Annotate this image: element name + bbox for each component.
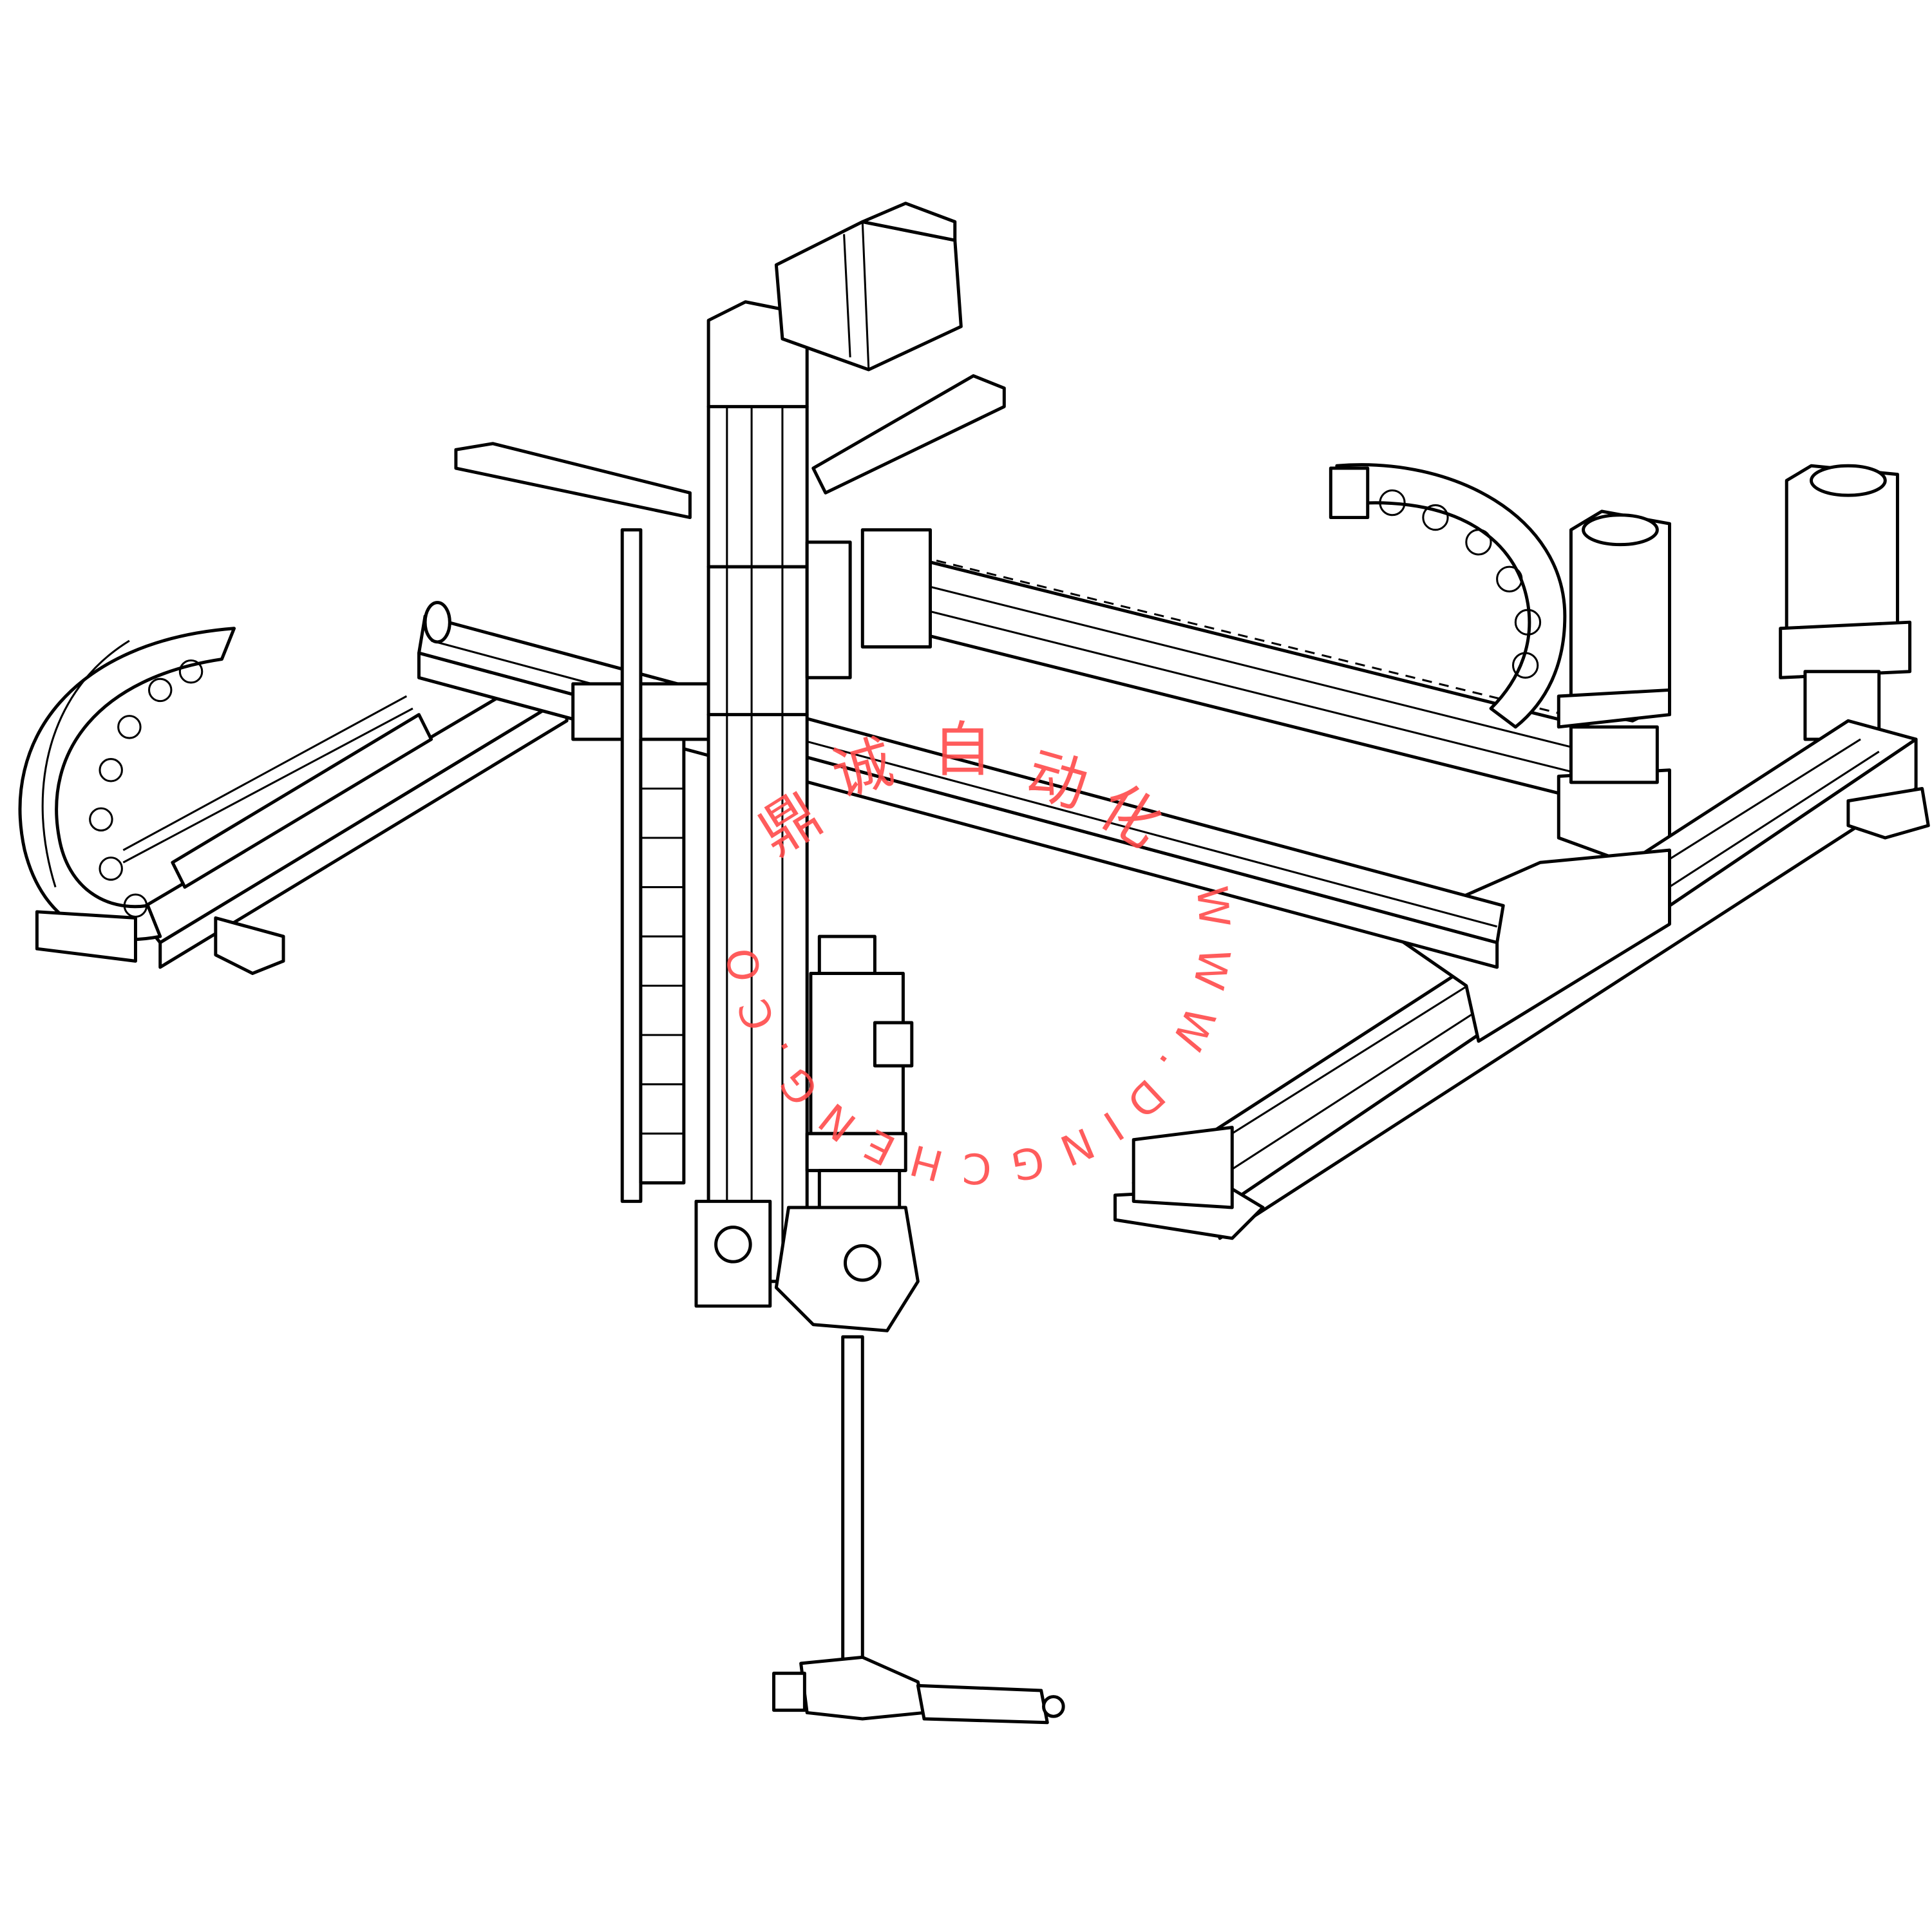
- right-motor-2: [1779, 464, 1912, 741]
- end-effector: [772, 1335, 1065, 1725]
- z-axis-column: [694, 300, 933, 1308]
- rear-y-beam: [898, 553, 1671, 864]
- right-x-rail: [1113, 719, 1930, 1240]
- svg-text:自: 自: [933, 715, 992, 784]
- tool-motor: [774, 934, 920, 1332]
- left-drag-chain: [18, 627, 413, 963]
- front-y-beam: [417, 601, 1505, 969]
- left-x-rail: [133, 670, 569, 975]
- right-motor-1: [1557, 509, 1671, 784]
- vertical-drag-chain: [620, 528, 686, 1203]
- top-motor: [774, 202, 963, 372]
- right-drag-chain: [1329, 463, 1567, 729]
- top-mounting-plates: [454, 374, 1006, 520]
